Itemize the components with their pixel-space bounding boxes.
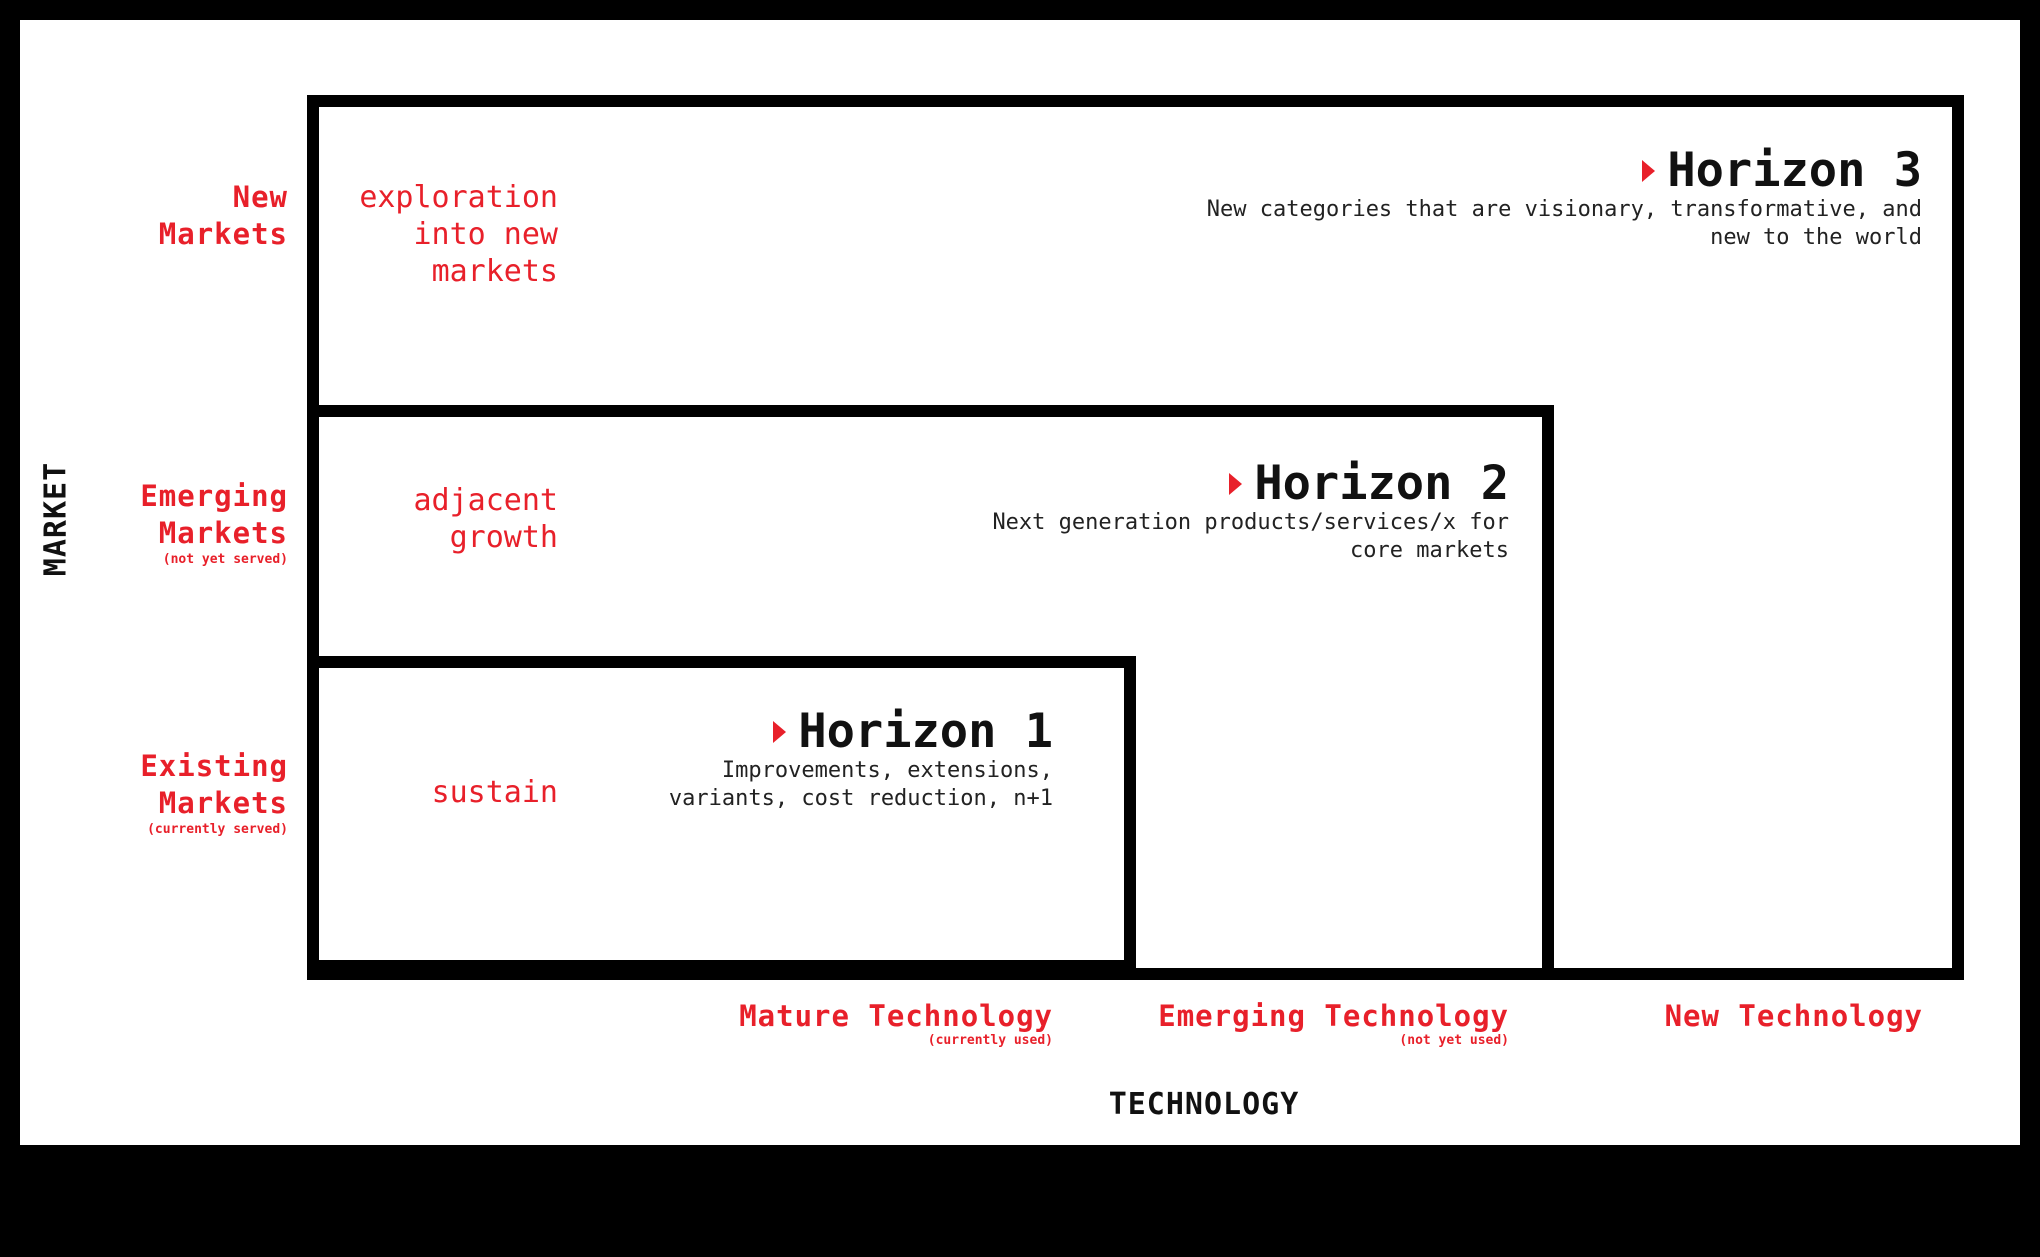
tech-label-sub: (currently used)	[927, 1033, 1053, 1048]
market-label-sub: (not yet served)	[162, 552, 288, 567]
horizon-2-desc-line: core markets	[1350, 538, 1509, 563]
market-label-line1: Emerging	[140, 479, 288, 513]
market-label-line2: Markets	[158, 786, 288, 820]
tech-label-sub: (not yet used)	[1399, 1033, 1509, 1048]
tech-label-emerging: Emerging Technology (not yet used)	[1158, 999, 1509, 1049]
market-label-new: New Markets	[159, 179, 288, 253]
market-label-line2: Markets	[158, 516, 288, 550]
tech-label-mature: Mature Technology (currently used)	[739, 999, 1053, 1049]
market-label-emerging: Emerging Markets (not yet served)	[140, 478, 288, 568]
area-label-line: exploration	[359, 180, 558, 215]
tech-label-text: New Technology	[1664, 999, 1923, 1033]
red-triangle-marker-icon	[773, 721, 787, 743]
horizon-2-title: Horizon 2	[1254, 456, 1509, 511]
horizon-1-block: Horizon 1 Improvements, extensions, vari…	[669, 707, 1053, 813]
area-label-line: adjacent	[413, 483, 559, 518]
diagram-canvas	[20, 20, 2020, 1145]
tech-label-text: Emerging Technology	[1158, 999, 1509, 1033]
market-label-line1: Existing	[140, 749, 288, 783]
horizon-3-desc-line: New categories that are visionary, trans…	[1206, 197, 1922, 222]
area-label-line: into new	[413, 217, 559, 252]
horizon-2-desc-line: Next generation products/services/x for	[992, 510, 1509, 535]
horizon-1-desc-line: Improvements, extensions,	[721, 758, 1053, 783]
area-label-line: sustain	[431, 775, 558, 810]
x-axis-title: TECHNOLOGY	[1108, 1087, 1300, 1122]
area-label-exploration: exploration into new markets	[359, 179, 558, 290]
horizon-3-desc-line: new to the world	[1710, 225, 1922, 250]
market-label-line2: Markets	[158, 217, 288, 251]
horizon-2-title-row: Horizon 2	[992, 459, 1509, 509]
horizon-3-title: Horizon 3	[1667, 143, 1922, 198]
horizon-1-box	[307, 656, 1136, 974]
area-label-line: growth	[449, 520, 558, 555]
red-triangle-marker-icon	[1642, 160, 1656, 182]
area-label-adjacent: adjacent growth	[414, 482, 559, 556]
horizon-1-title-row: Horizon 1	[669, 707, 1053, 757]
horizon-3-block: Horizon 3 New categories that are vision…	[1207, 146, 1922, 252]
horizon-3-title-row: Horizon 3	[1207, 146, 1922, 196]
market-label-line1: New	[232, 180, 288, 214]
horizon-2-block: Horizon 2 Next generation products/servi…	[992, 459, 1509, 565]
market-label-sub: (currently served)	[147, 822, 288, 837]
horizon-1-desc-line: variants, cost reduction, n+1	[668, 786, 1053, 811]
area-label-sustain: sustain	[432, 774, 558, 811]
area-label-line: markets	[431, 254, 558, 289]
tech-label-new: New Technology	[1665, 999, 1923, 1033]
horizon-1-title: Horizon 1	[798, 704, 1053, 759]
red-triangle-marker-icon	[1229, 473, 1243, 495]
market-label-existing: Existing Markets (currently served)	[140, 748, 288, 838]
tech-label-text: Mature Technology	[739, 999, 1053, 1033]
y-axis-title: MARKET	[38, 461, 74, 577]
